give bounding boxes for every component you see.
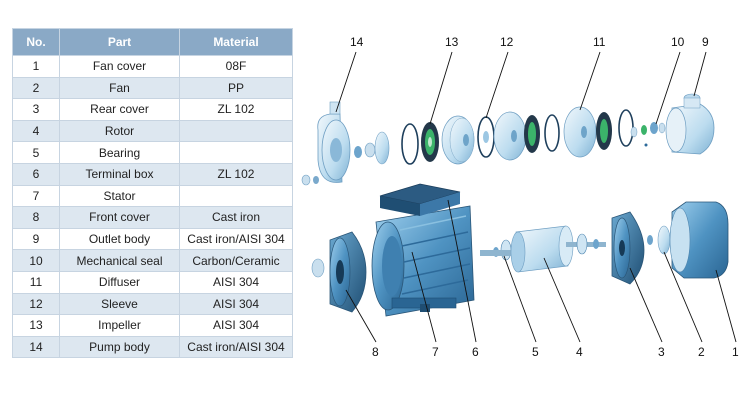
cell-part: Rotor (59, 119, 180, 143)
callout-5: 5 (532, 345, 539, 359)
diffuser-stage-3 (563, 106, 597, 158)
cell-material: Cast iron/AISI 304 (179, 227, 293, 251)
diffuser-stage-1 (441, 115, 475, 165)
fan-cover-part (669, 201, 729, 279)
cell-material: ZL 102 (179, 162, 293, 186)
cell-no: 10 (12, 249, 60, 272)
cell-part: Fan (59, 76, 180, 100)
cell-part: Impeller (59, 314, 180, 337)
cell-no: 7 (12, 184, 60, 208)
cell-no: 2 (12, 76, 60, 100)
cell-material (179, 184, 293, 208)
cell-no: 12 (12, 292, 60, 316)
fan-part (647, 225, 671, 255)
callout-6: 6 (472, 345, 479, 359)
cell-material: AISI 304 (179, 270, 293, 294)
cell-material: AISI 304 (179, 292, 293, 316)
cell-no: 14 (12, 335, 60, 359)
callout-9: 9 (702, 35, 709, 49)
callout-4: 4 (576, 345, 583, 359)
cell-part: Sleeve (59, 292, 180, 316)
rotor-part (480, 225, 606, 273)
impeller-2 (524, 114, 560, 153)
front-cover-part (311, 231, 367, 313)
upper-assembly (301, 93, 715, 186)
callout-7: 7 (432, 345, 439, 359)
callout-12: 12 (500, 35, 514, 49)
callout-14: 14 (350, 35, 364, 49)
table-header-row: No. Part Material (12, 28, 293, 56)
callout-10: 10 (671, 35, 685, 49)
pump-body-part (301, 101, 351, 186)
cell-material: Carbon/Ceramic (179, 249, 293, 272)
cell-no: 11 (12, 270, 60, 294)
cell-material: AISI 304 (179, 314, 293, 337)
diffuser-stage-2 (493, 111, 527, 161)
cell-material (179, 141, 293, 164)
impeller-part (401, 122, 439, 165)
cell-material: Cast iron (179, 206, 293, 229)
cell-no: 3 (12, 98, 60, 121)
exploded-pump-diagram: 14 13 12 11 10 9 8 7 6 5 4 3 2 1 (301, 35, 739, 359)
cell-part: Pump body (59, 335, 180, 359)
cell-no: 6 (12, 162, 60, 186)
cell-material (179, 119, 293, 143)
cell-part: Outlet body (59, 227, 180, 251)
callout-8: 8 (372, 345, 379, 359)
header-part: Part (59, 28, 180, 56)
rear-cover-part (611, 211, 645, 285)
callout-1: 1 (732, 345, 739, 359)
leader-lines (335, 51, 737, 343)
cell-material: Cast iron/AISI 304 (179, 335, 293, 359)
cell-part: Terminal box (59, 162, 180, 186)
cell-part: Diffuser (59, 270, 180, 294)
cell-no: 8 (12, 206, 60, 229)
header-material: Material (179, 28, 293, 56)
cell-part: Mechanical seal (59, 249, 180, 272)
cell-part: Fan cover (59, 55, 180, 78)
cell-no: 9 (12, 227, 60, 251)
cell-no: 1 (12, 55, 60, 78)
cell-material: ZL 102 (179, 98, 293, 121)
callout-2: 2 (698, 345, 705, 359)
callout-labels: 14 13 12 11 10 9 8 7 6 5 4 3 2 1 (350, 35, 739, 359)
lower-assembly (311, 183, 729, 317)
small-fittings (354, 131, 390, 165)
cell-part: Bearing (59, 141, 180, 164)
cell-part: Rear cover (59, 98, 180, 121)
bearing-rear (576, 233, 599, 255)
cell-part: Front cover (59, 206, 180, 229)
impeller-3 (596, 109, 634, 150)
outlet-body-part (665, 93, 715, 155)
terminal-box-part (379, 183, 461, 216)
callout-3: 3 (658, 345, 665, 359)
stator-part (371, 205, 475, 317)
cell-no: 5 (12, 141, 60, 164)
callout-13: 13 (445, 35, 459, 49)
cell-no: 13 (12, 314, 60, 337)
header-no: No. (12, 28, 60, 56)
mechanical-seal-part (630, 122, 666, 147)
sleeve-part (477, 116, 495, 158)
cell-material: 08F (179, 55, 293, 78)
callout-11: 11 (593, 35, 606, 49)
cell-part: Stator (59, 184, 180, 208)
cell-no: 4 (12, 119, 60, 143)
cell-material: PP (179, 76, 293, 100)
